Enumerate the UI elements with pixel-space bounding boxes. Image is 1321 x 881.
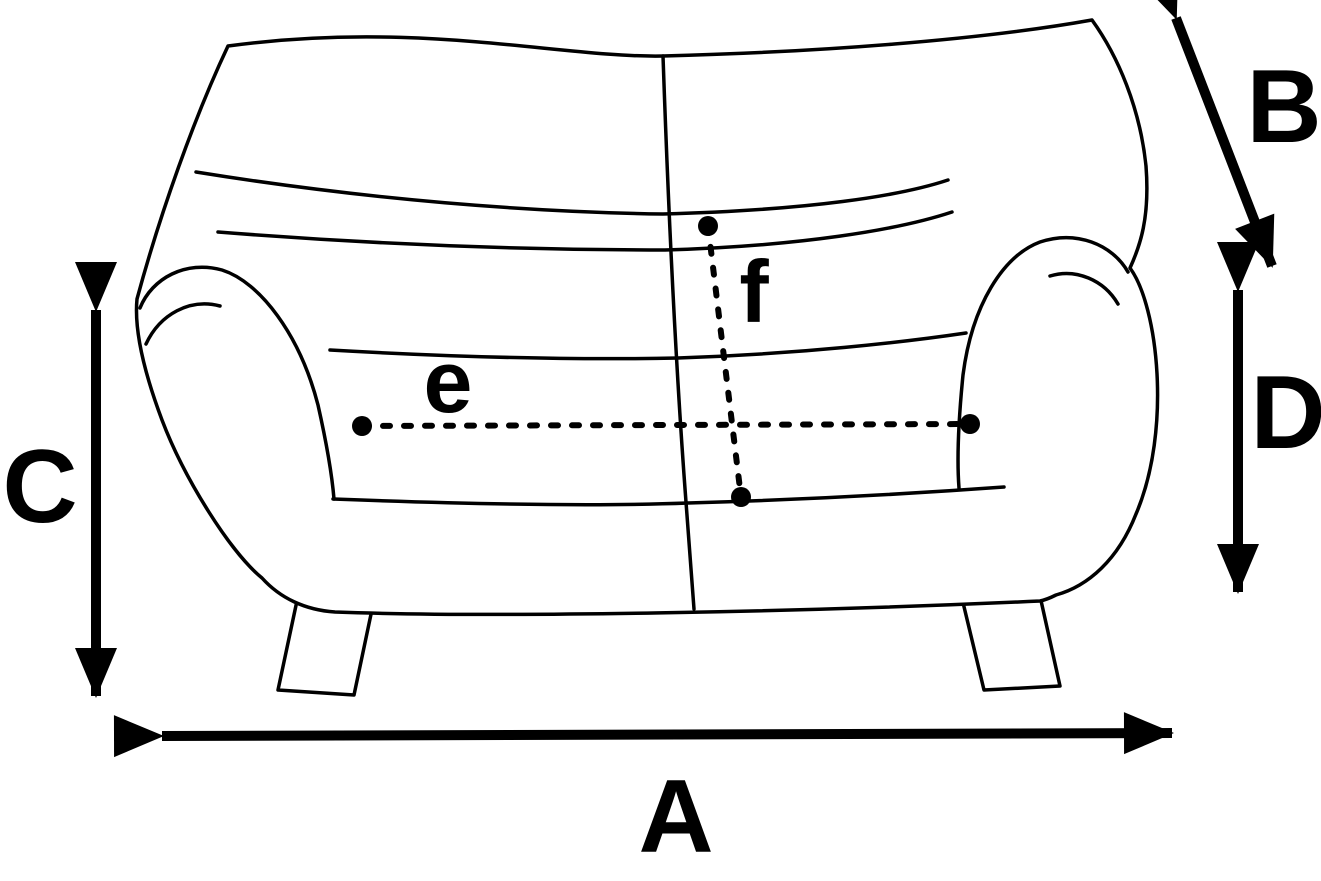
right-arm-roll-line <box>1048 271 1120 306</box>
dimension-b: B <box>1139 0 1321 268</box>
back-top-seam <box>194 170 950 216</box>
measure-dot-f-bottom <box>731 487 751 507</box>
dimension-d: D <box>1217 242 1321 594</box>
measure-line-f <box>705 223 744 500</box>
dimension-label-b: B <box>1246 49 1321 165</box>
dimension-label-d: D <box>1250 355 1321 471</box>
measure-f: f <box>698 216 769 507</box>
right-arm-inner-line <box>956 235 1130 490</box>
diagonal-arrow <box>1139 0 1277 268</box>
measure-dot-e-left <box>352 416 372 436</box>
dimension-label-f: f <box>739 242 769 341</box>
measure-e: e <box>352 332 980 436</box>
width-arrow <box>113 712 1174 758</box>
seat-back-seam <box>328 331 968 361</box>
dimension-a: A <box>113 712 1174 875</box>
dimension-c: C <box>2 262 117 698</box>
seat-front-edge <box>331 485 1006 507</box>
sofa-drawing <box>134 18 1160 697</box>
measure-dot-f-top <box>698 216 718 236</box>
measure-line-e <box>359 421 973 429</box>
measure-dot-e-right <box>960 414 980 434</box>
dimension-label-e: e <box>424 332 473 431</box>
dimension-label-a: A <box>638 759 713 875</box>
back-cushion-top-seam <box>216 210 954 252</box>
dimension-label-c: C <box>2 429 77 545</box>
sofa-outline <box>134 18 1160 617</box>
left-arm-inner-line <box>138 265 336 501</box>
left-arm-roll-line <box>144 302 222 346</box>
center-seam <box>661 54 696 611</box>
